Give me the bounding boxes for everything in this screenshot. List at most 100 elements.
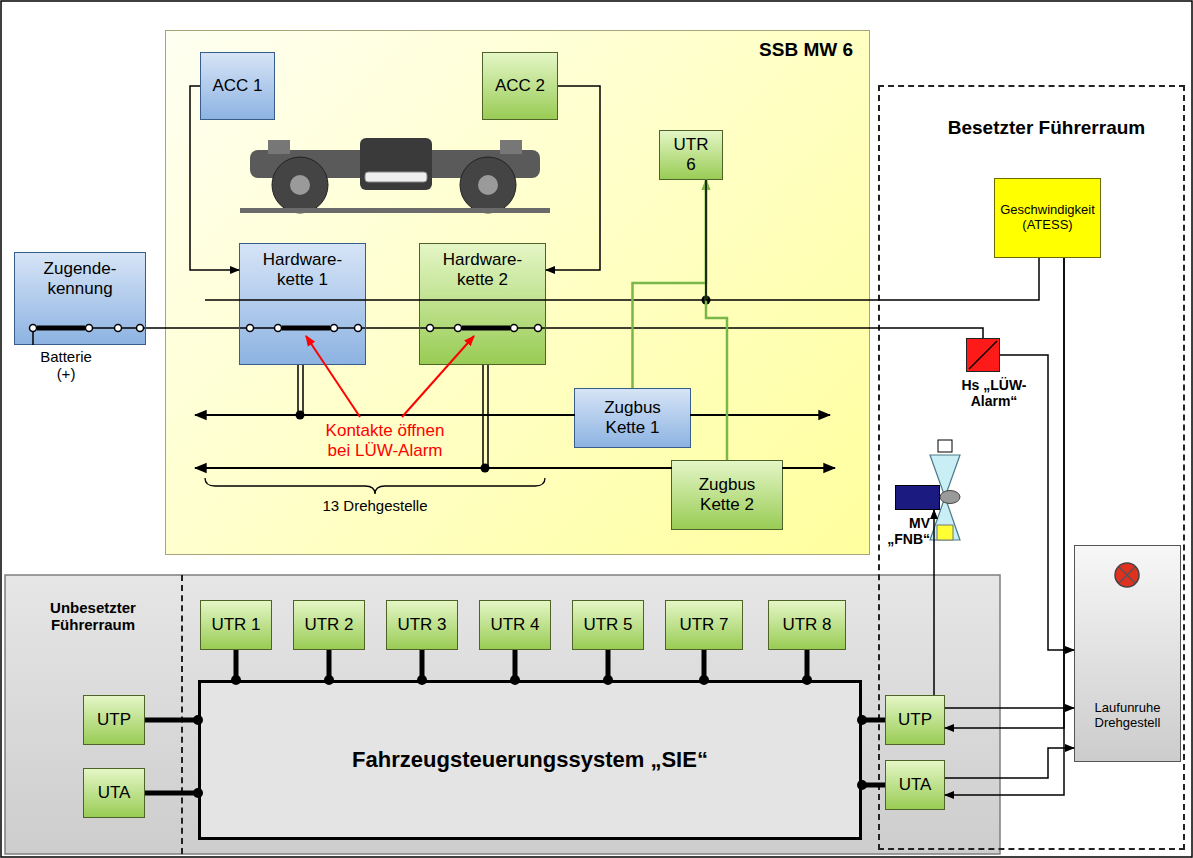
node-label: UTA (98, 783, 131, 803)
bus-junction (510, 675, 520, 685)
valve-magnet: MV „FNB“ (895, 485, 940, 510)
bus-tap (298, 365, 303, 415)
node-label: Zugbus Kette 1 (583, 398, 682, 437)
bus-junction (296, 411, 305, 420)
node-label: Hardware- kette 2 (428, 250, 537, 289)
bus-junction (802, 675, 812, 685)
node-label: UTR 1 (211, 615, 260, 635)
cab-region: Besetzter FührerraumGeschwindigkeit (ATE… (878, 85, 1185, 850)
signal-connector (945, 258, 1064, 728)
terminal (30, 325, 37, 332)
terminal (86, 325, 93, 332)
bus-junction (193, 788, 203, 798)
bogie-hub (290, 175, 310, 195)
bus-junction (857, 715, 867, 725)
bus-junction (417, 675, 427, 685)
unit-box: UTR 4 (479, 600, 551, 650)
unit-box: UTR 1 (200, 600, 272, 650)
vehicle-panel (5, 575, 1000, 854)
valve-seat (940, 491, 960, 504)
bus-box: Zugbus Kette 1 (574, 388, 691, 448)
supply-label: Batterie (+) (35, 348, 97, 383)
node-label: Hardware- kette 1 (248, 250, 357, 289)
bogie-rail (240, 208, 550, 213)
node-label: MV „FNB“ (886, 515, 930, 547)
node-label: UTR 2 (304, 615, 353, 635)
unit-box: UTR 2 (293, 600, 365, 650)
unit-box: UTR 5 (572, 600, 644, 650)
node-label: Zugbus Kette 2 (680, 475, 774, 514)
valve-actuator (938, 440, 952, 452)
speed-box: Geschwindigkeit (ATESS) (994, 178, 1101, 258)
node-label: Fahrzeugsteuerungssystem „SIE“ (352, 747, 708, 772)
node-label: UTR 4 (490, 615, 539, 635)
node-label: Zugende- kennung (23, 259, 137, 298)
bracket (205, 478, 545, 494)
node-label: UTR 8 (782, 615, 831, 635)
bogie-tube (365, 172, 427, 182)
bus-line (690, 414, 830, 416)
bus-junction (857, 780, 867, 790)
bogie-body (360, 138, 432, 190)
sensor-box: ACC 1 (200, 52, 275, 120)
warning-lamp-cross (1119, 567, 1135, 583)
signal-connector (706, 180, 1039, 300)
unit-box: UTR 3 (386, 600, 458, 650)
relay-symbol (969, 341, 997, 369)
chain-box: Hardware- kette 2 (419, 243, 546, 365)
bus-junction (603, 675, 613, 685)
warning-lamp (1115, 563, 1139, 587)
node-label: Hs „LÜW-Alarm“ (956, 377, 1032, 409)
signal-connector (546, 86, 600, 270)
signal-connector (945, 707, 1074, 709)
node-label: SSB MW 6 (166, 31, 869, 61)
node-label: UTA (899, 775, 932, 795)
chain-box: Hardware- kette 1 (239, 243, 366, 365)
terminal (427, 325, 434, 332)
cab-region: Unbesetzter FührerraumUTP UTA (5, 575, 183, 854)
signal-connector (945, 258, 1064, 795)
terminal (137, 325, 144, 332)
bus-tap (483, 365, 488, 468)
node-label: ACC 2 (495, 76, 545, 96)
leader-arrow (402, 336, 474, 417)
callout-note: Kontakte öffnen bei LÜW-Alarm (317, 421, 453, 460)
bus-line (195, 414, 575, 416)
unit-box: UTR 7 (665, 600, 743, 650)
bogie-wheel (460, 157, 516, 213)
terminal (455, 325, 462, 332)
unit-box: UTP (885, 695, 945, 745)
bogie-wheel (272, 157, 328, 213)
bogie-hub (478, 175, 498, 195)
node-label: UTR 6 (668, 135, 714, 174)
bus-box: Zugbus Kette 2 (671, 460, 783, 530)
node-label: UTR 5 (583, 615, 632, 635)
signal-connector (1000, 355, 1074, 650)
bus-junction (193, 715, 203, 725)
signal-connector (546, 328, 983, 338)
sensor-box: ACC 2 (482, 52, 558, 120)
contact-bar (37, 326, 510, 331)
bus-connector (145, 791, 198, 796)
node-label: UTR 7 (679, 615, 728, 635)
bus-line (195, 467, 672, 469)
signal-connector (706, 180, 727, 460)
node-label: Besetzter Führerraum (880, 87, 1183, 139)
vehicle-region: SSB MW 6ACC 1 ACC 2 UTR 6 Hardware- kette 1… (165, 30, 870, 555)
node-label: Unbesetzter Führerraum (5, 575, 181, 634)
contact-terminals (30, 325, 542, 332)
unit-box: UTR 6 (659, 130, 723, 180)
node-label: Geschwindigkeit (ATESS) (999, 203, 1096, 233)
signal-connector (366, 327, 419, 329)
bracket-label: 13 Drehgestelle (315, 497, 435, 514)
bus-connector (145, 718, 198, 723)
terminal (247, 325, 254, 332)
leader-arrow (306, 336, 360, 417)
unit-box: UTA (885, 760, 945, 810)
bus-line (782, 467, 835, 469)
speed-wire (205, 299, 706, 301)
bogie-illustration (240, 138, 550, 213)
node-label: Laufunruhe Drehgestell (1083, 701, 1172, 731)
node-label: UTP (97, 710, 131, 730)
